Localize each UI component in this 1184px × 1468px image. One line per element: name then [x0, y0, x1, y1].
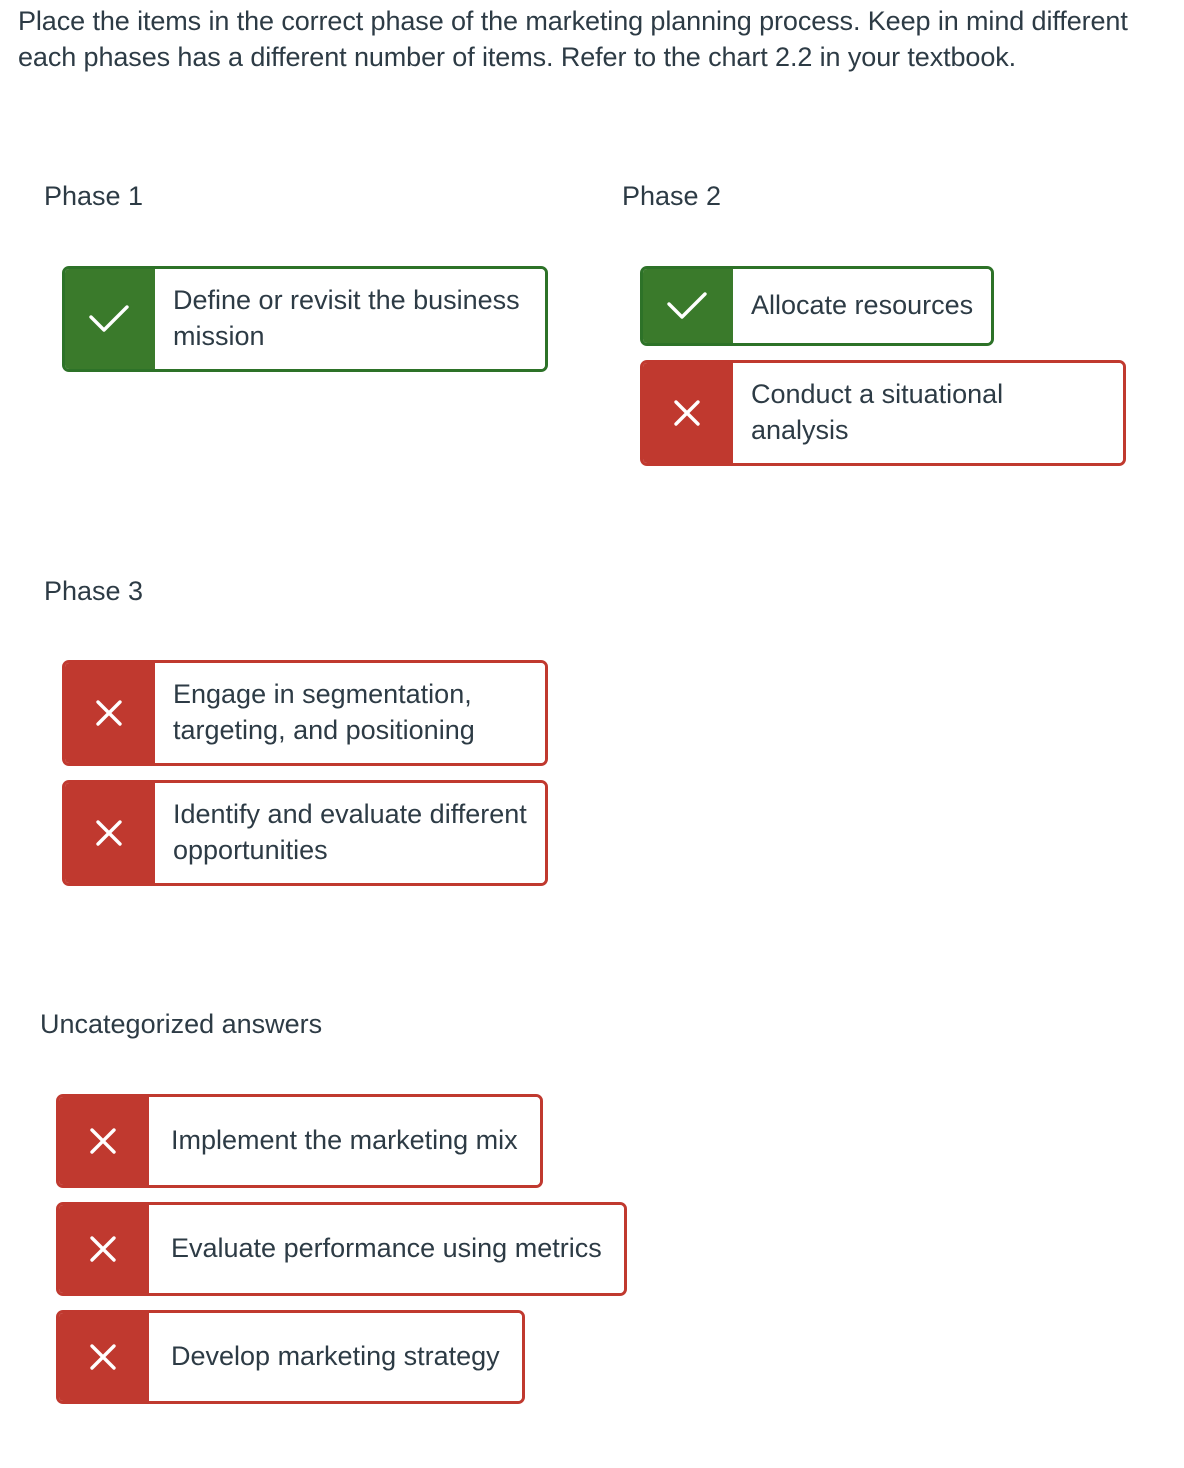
answer-card-label: Conduct a situational analysis [733, 363, 1123, 463]
question-prompt: Place the items in the correct phase of … [18, 6, 1128, 72]
x-icon [65, 662, 155, 763]
answer-card[interactable]: Define or revisit the business mission [62, 266, 548, 372]
check-icon [643, 269, 733, 343]
answer-card[interactable]: Allocate resources [640, 266, 995, 346]
answer-card[interactable]: Conduct a situational analysis [640, 360, 1126, 466]
answer-card-label: Define or revisit the business mission [155, 269, 545, 369]
phase-2-heading: Phase 2 [622, 181, 722, 211]
bucket-phase-1[interactable]: Define or revisit the business mission [62, 266, 548, 386]
answer-card[interactable]: Develop marketing strategy [56, 1309, 525, 1404]
answer-card-label: Evaluate performance using metrics [149, 1204, 624, 1293]
phase-3-heading: Phase 3 [44, 576, 144, 606]
x-icon [58, 1096, 149, 1185]
answer-card[interactable]: Evaluate performance using metrics [56, 1201, 627, 1296]
answer-card[interactable]: Identify and evaluate different opportun… [62, 779, 548, 886]
check-icon [65, 268, 155, 369]
answer-card[interactable]: Engage in segmentation, targeting, and p… [62, 660, 548, 766]
uncategorized-heading: Uncategorized answers [40, 1009, 323, 1039]
bucket-phase-2[interactable]: Allocate resources Conduct a situational… [640, 266, 1126, 480]
bucket-uncategorized[interactable]: Implement the marketing mix Evaluate per… [56, 1094, 1156, 1418]
x-icon [65, 782, 155, 883]
phase-1-heading: Phase 1 [44, 181, 144, 211]
x-icon [58, 1204, 149, 1293]
answer-card-label: Engage in segmentation, targeting, and p… [155, 663, 545, 763]
x-icon [643, 362, 733, 463]
answer-card[interactable]: Implement the marketing mix [56, 1094, 543, 1188]
answer-card-label: Develop marketing strategy [149, 1312, 522, 1401]
answer-card-label: Allocate resources [733, 269, 992, 343]
bucket-phase-3[interactable]: Engage in segmentation, targeting, and p… [62, 660, 548, 900]
answer-card-label: Identify and evaluate different opportun… [155, 782, 545, 883]
x-icon [58, 1312, 149, 1401]
answer-card-label: Implement the marketing mix [149, 1097, 540, 1185]
